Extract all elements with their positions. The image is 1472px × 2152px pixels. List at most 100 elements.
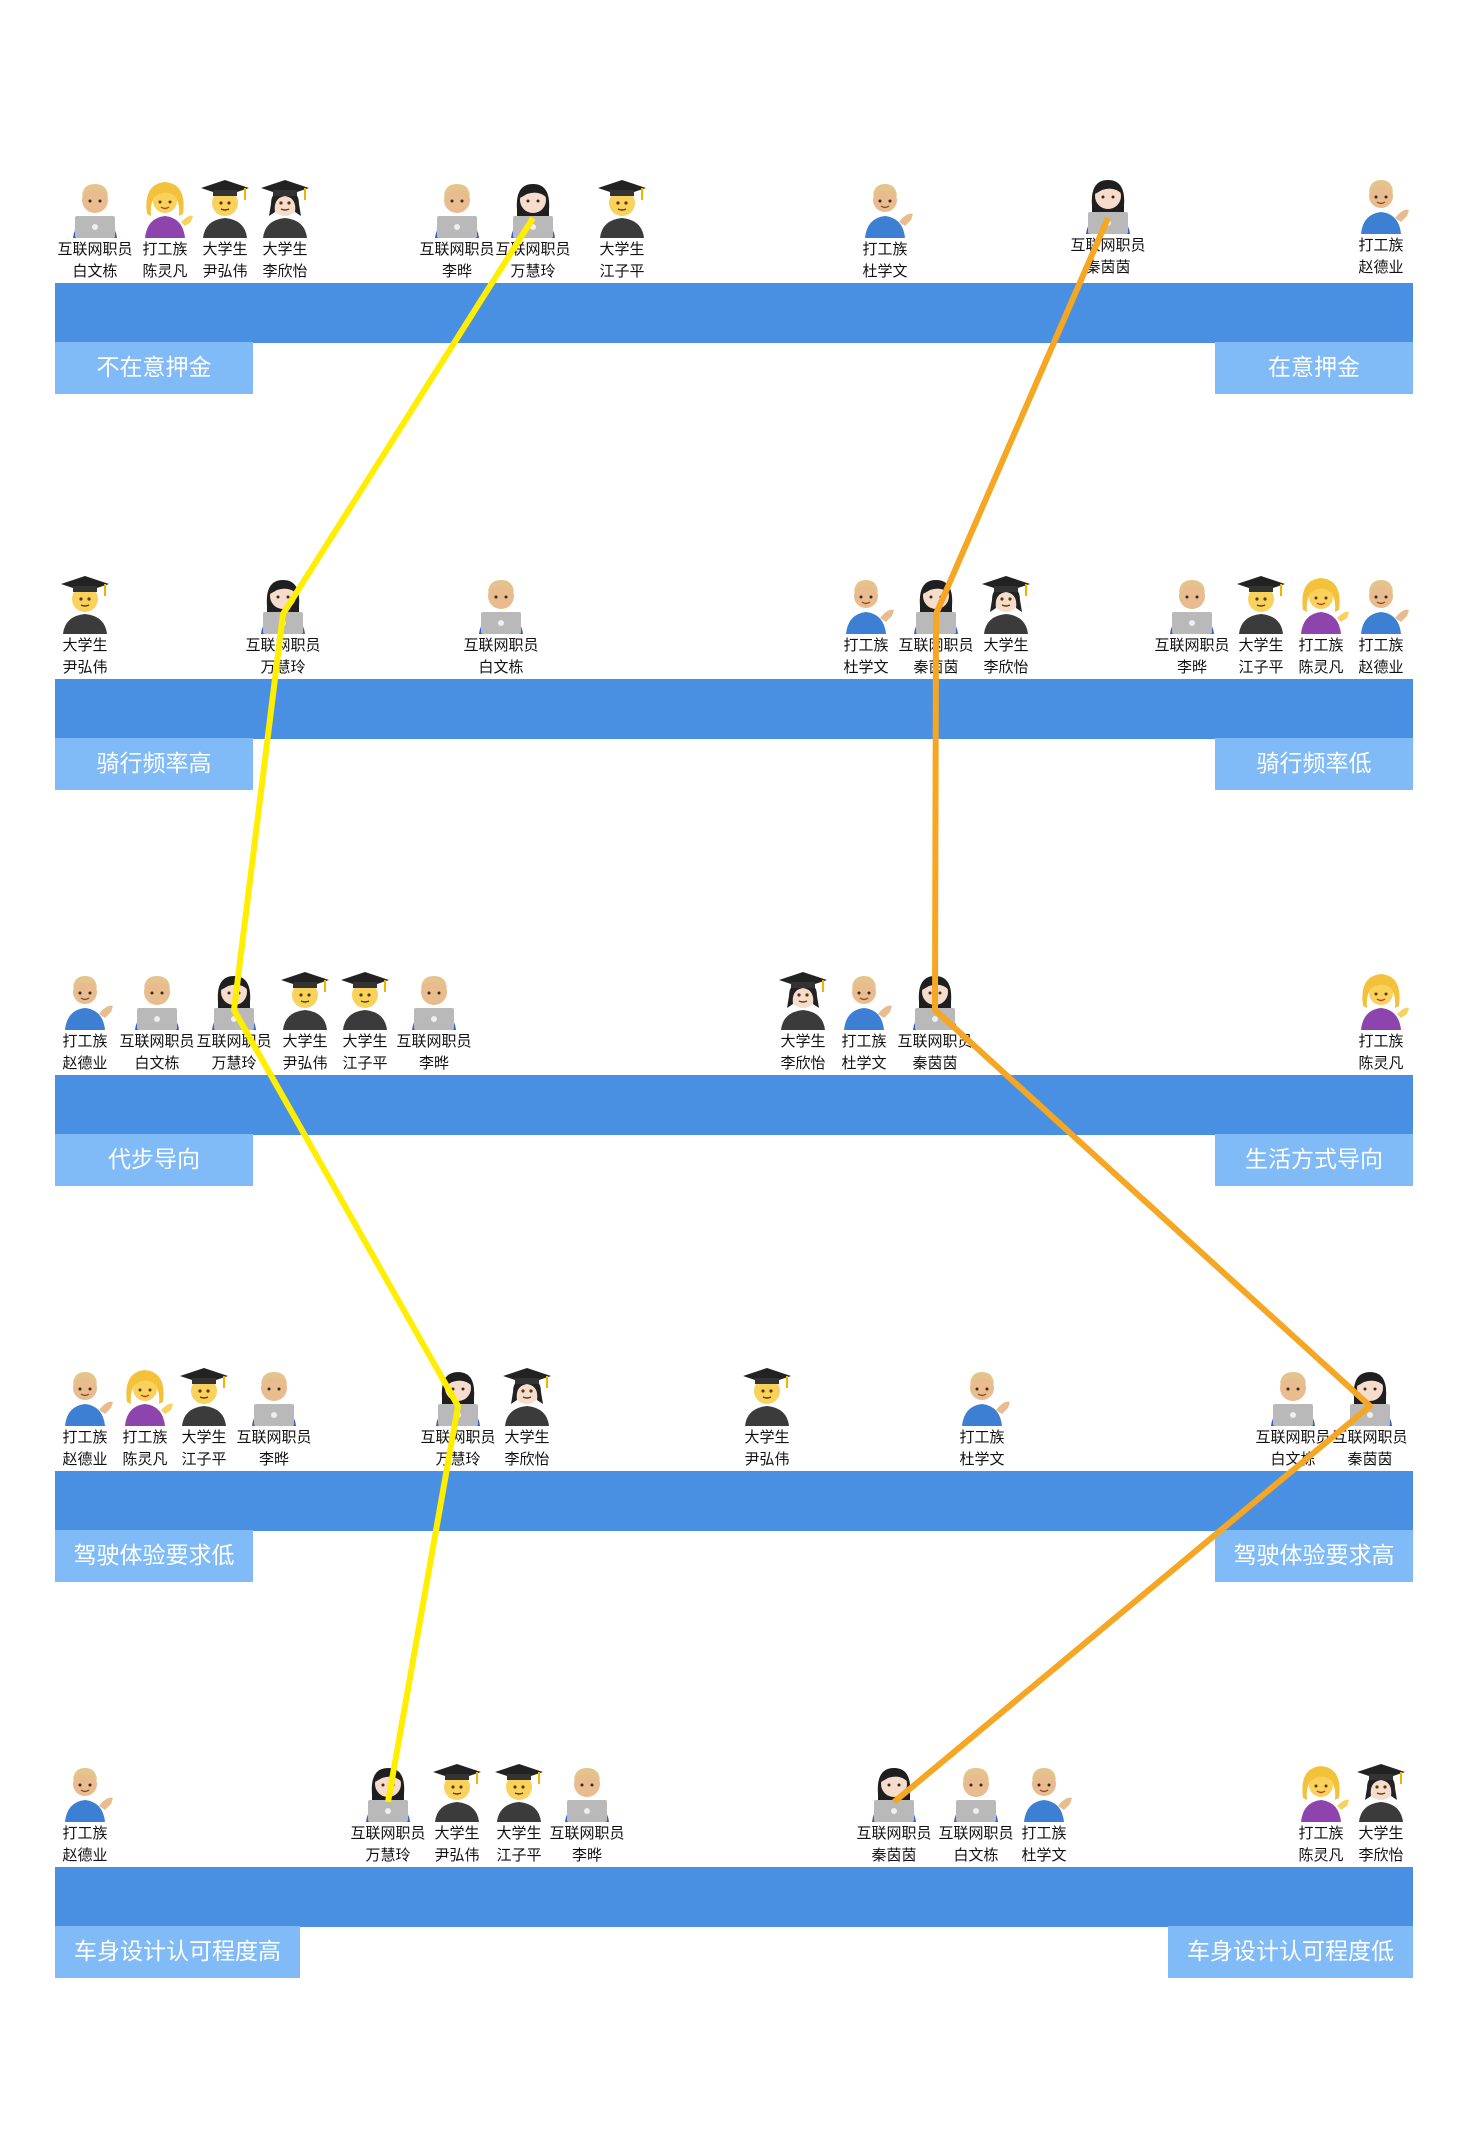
persona-path-line <box>892 216 1373 1805</box>
man-tipping-hand-icon <box>65 1372 113 1426</box>
man-student-icon <box>180 1368 228 1426</box>
persona-marker: 互联网职员白文栋 <box>52 176 138 282</box>
man-student-icon <box>598 180 646 238</box>
woman-tipping-hand-icon <box>1301 578 1349 634</box>
persona-marker: 互联网职员万慧玲 <box>240 572 326 678</box>
man-technologist-laptop-icon <box>135 976 179 1030</box>
axis-left-label: 驾驶体验要求低 <box>55 1530 253 1582</box>
persona-name: 李晔 <box>258 1450 289 1468</box>
persona-name: 李晔 <box>571 1846 602 1864</box>
persona-type: 打工族 <box>843 636 889 654</box>
persona-marker: 打工族赵德业 <box>1338 572 1424 678</box>
man-student-icon <box>433 1764 481 1822</box>
man-tipping-hand-icon <box>962 1372 1010 1426</box>
man-tipping-hand-icon <box>865 184 913 238</box>
woman-student-icon <box>261 180 309 238</box>
woman-technologist-laptop-icon <box>1348 1372 1392 1426</box>
persona-name: 李欣怡 <box>262 262 308 280</box>
persona-marker: 大学生李欣怡 <box>1338 1760 1424 1866</box>
persona-type: 互联网职员 <box>396 1032 472 1050</box>
persona-marker: 打工族陈灵凡 <box>1338 968 1424 1074</box>
persona-marker: 大学生李欣怡 <box>242 176 328 282</box>
persona-type: 打工族 <box>1358 1032 1404 1050</box>
axis-right-label: 骑行频率低 <box>1215 738 1413 790</box>
persona-name: 万慧玲 <box>260 658 306 676</box>
persona-marker: 打工族陈灵凡 <box>1278 572 1364 678</box>
persona-type: 打工族 <box>62 1032 108 1050</box>
persona-type: 大学生 <box>983 636 1029 654</box>
persona-name: 陈灵凡 <box>1298 1846 1344 1864</box>
axis-right-label: 车身设计认可程度低 <box>1168 1926 1413 1978</box>
persona-marker: 大学生江子平 <box>1218 572 1304 678</box>
persona-marker: 打工族赵德业 <box>42 968 128 1074</box>
persona-type: 互联网职员 <box>856 1824 932 1842</box>
persona-marker: 大学生江子平 <box>476 1760 562 1866</box>
man-tipping-hand-icon <box>844 976 892 1030</box>
man-tipping-hand-icon <box>1024 1768 1072 1822</box>
persona-marker: 互联网职员李晔 <box>414 176 500 282</box>
persona-type: 大学生 <box>202 240 248 258</box>
persona-name: 李欣怡 <box>504 1450 550 1468</box>
persona-type: 大学生 <box>342 1032 388 1050</box>
man-technologist-laptop-icon <box>1170 580 1214 634</box>
persona-marker: 互联网职员秦茵茵 <box>1327 1364 1413 1470</box>
persona-name: 尹弘伟 <box>744 1450 790 1468</box>
persona-name: 李欣怡 <box>780 1054 826 1072</box>
axis-bar <box>55 1867 1413 1927</box>
persona-type: 互联网职员 <box>119 1032 195 1050</box>
persona-name: 万慧玲 <box>365 1846 411 1864</box>
man-technologist-laptop-icon <box>565 1768 609 1822</box>
persona-type: 互联网职员 <box>938 1824 1014 1842</box>
persona-type: 大学生 <box>599 240 645 258</box>
persona-name: 江子平 <box>496 1846 542 1864</box>
persona-type: 打工族 <box>862 240 908 258</box>
persona-marker: 大学生江子平 <box>579 176 665 282</box>
persona-type: 大学生 <box>1358 1824 1404 1842</box>
woman-technologist-laptop-icon <box>261 580 305 634</box>
persona-marker: 互联网职员李晔 <box>231 1364 317 1470</box>
persona-type: 互联网职员 <box>350 1824 426 1842</box>
axis-left-label: 代步导向 <box>55 1134 253 1186</box>
persona-type: 大学生 <box>496 1824 542 1842</box>
persona-marker: 打工族陈灵凡 <box>1278 1760 1364 1866</box>
woman-tipping-hand-icon <box>1301 1766 1349 1822</box>
persona-type: 打工族 <box>1358 636 1404 654</box>
persona-marker: 互联网职员李晔 <box>544 1760 630 1866</box>
persona-name: 尹弘伟 <box>434 1846 480 1864</box>
persona-name: 陈灵凡 <box>1298 658 1344 676</box>
persona-marker: 互联网职员白文栋 <box>458 572 544 678</box>
man-student-icon <box>281 972 329 1030</box>
persona-name: 秦茵茵 <box>1085 258 1131 276</box>
axis-left-label: 不在意押金 <box>55 342 253 394</box>
man-tipping-hand-icon <box>65 1768 113 1822</box>
persona-marker: 互联网职员白文栋 <box>933 1760 1019 1866</box>
persona-name: 李欣怡 <box>1358 1846 1404 1864</box>
persona-marker: 互联网职员白文栋 <box>114 968 200 1074</box>
persona-name: 李晔 <box>418 1054 449 1072</box>
persona-name: 秦茵茵 <box>912 1054 958 1072</box>
persona-marker: 打工族赵德业 <box>1338 172 1424 278</box>
persona-type: 打工族 <box>1298 636 1344 654</box>
axis-right-label: 驾驶体验要求高 <box>1215 1530 1413 1582</box>
persona-marker: 打工族杜学文 <box>821 968 907 1074</box>
persona-marker: 互联网职员万慧玲 <box>345 1760 431 1866</box>
persona-type: 互联网职员 <box>57 240 133 258</box>
persona-name: 江子平 <box>1238 658 1284 676</box>
persona-type: 打工族 <box>1298 1824 1344 1842</box>
persona-type: 互联网职员 <box>420 1428 496 1446</box>
persona-name: 赵德业 <box>1358 258 1404 276</box>
man-technologist-laptop-icon <box>1271 1372 1315 1426</box>
persona-marker: 打工族陈灵凡 <box>122 176 208 282</box>
persona-name: 陈灵凡 <box>122 1450 168 1468</box>
man-student-icon <box>201 180 249 238</box>
persona-name: 陈灵凡 <box>142 262 188 280</box>
persona-marker: 打工族杜学文 <box>1001 1760 1087 1866</box>
persona-name: 秦茵茵 <box>871 1846 917 1864</box>
persona-type: 打工族 <box>142 240 188 258</box>
persona-marker: 打工族赵德业 <box>42 1364 128 1470</box>
persona-name: 万慧玲 <box>510 262 556 280</box>
persona-type: 互联网职员 <box>1154 636 1230 654</box>
persona-name: 李晔 <box>441 262 472 280</box>
axis-bar <box>55 1471 1413 1531</box>
